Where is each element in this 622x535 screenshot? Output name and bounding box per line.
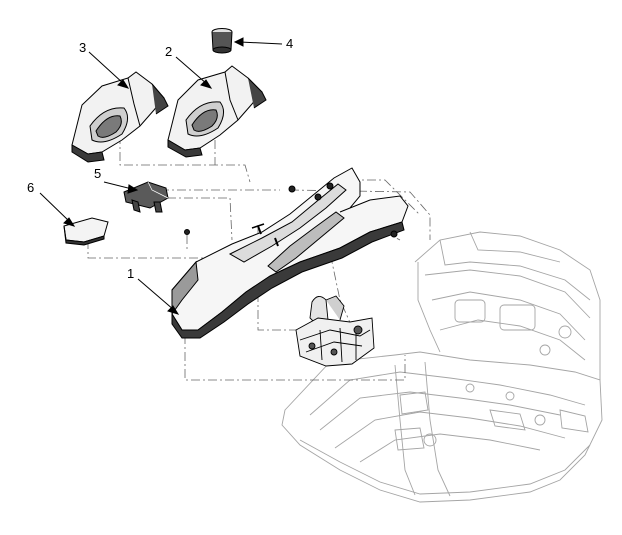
part-4-cup-holder xyxy=(211,28,233,54)
callout-label-3: 3 xyxy=(79,40,87,55)
callout-label-5: 5 xyxy=(94,166,102,181)
callout-arrows xyxy=(39,37,283,315)
callout-label-4: 4 xyxy=(286,36,294,51)
part-2-shift-cover xyxy=(167,65,267,158)
shift-lever-assembly xyxy=(295,295,375,367)
part-3-shift-cover xyxy=(71,71,169,163)
vehicle-floor-body xyxy=(281,231,603,503)
leader-lines xyxy=(87,135,431,381)
callout-label-2: 2 xyxy=(165,44,173,59)
callout-label-1: 1 xyxy=(127,266,135,281)
part-1-floor-console xyxy=(171,167,409,339)
part-6-pad xyxy=(63,217,109,246)
callout-label-6: 6 xyxy=(27,180,35,195)
